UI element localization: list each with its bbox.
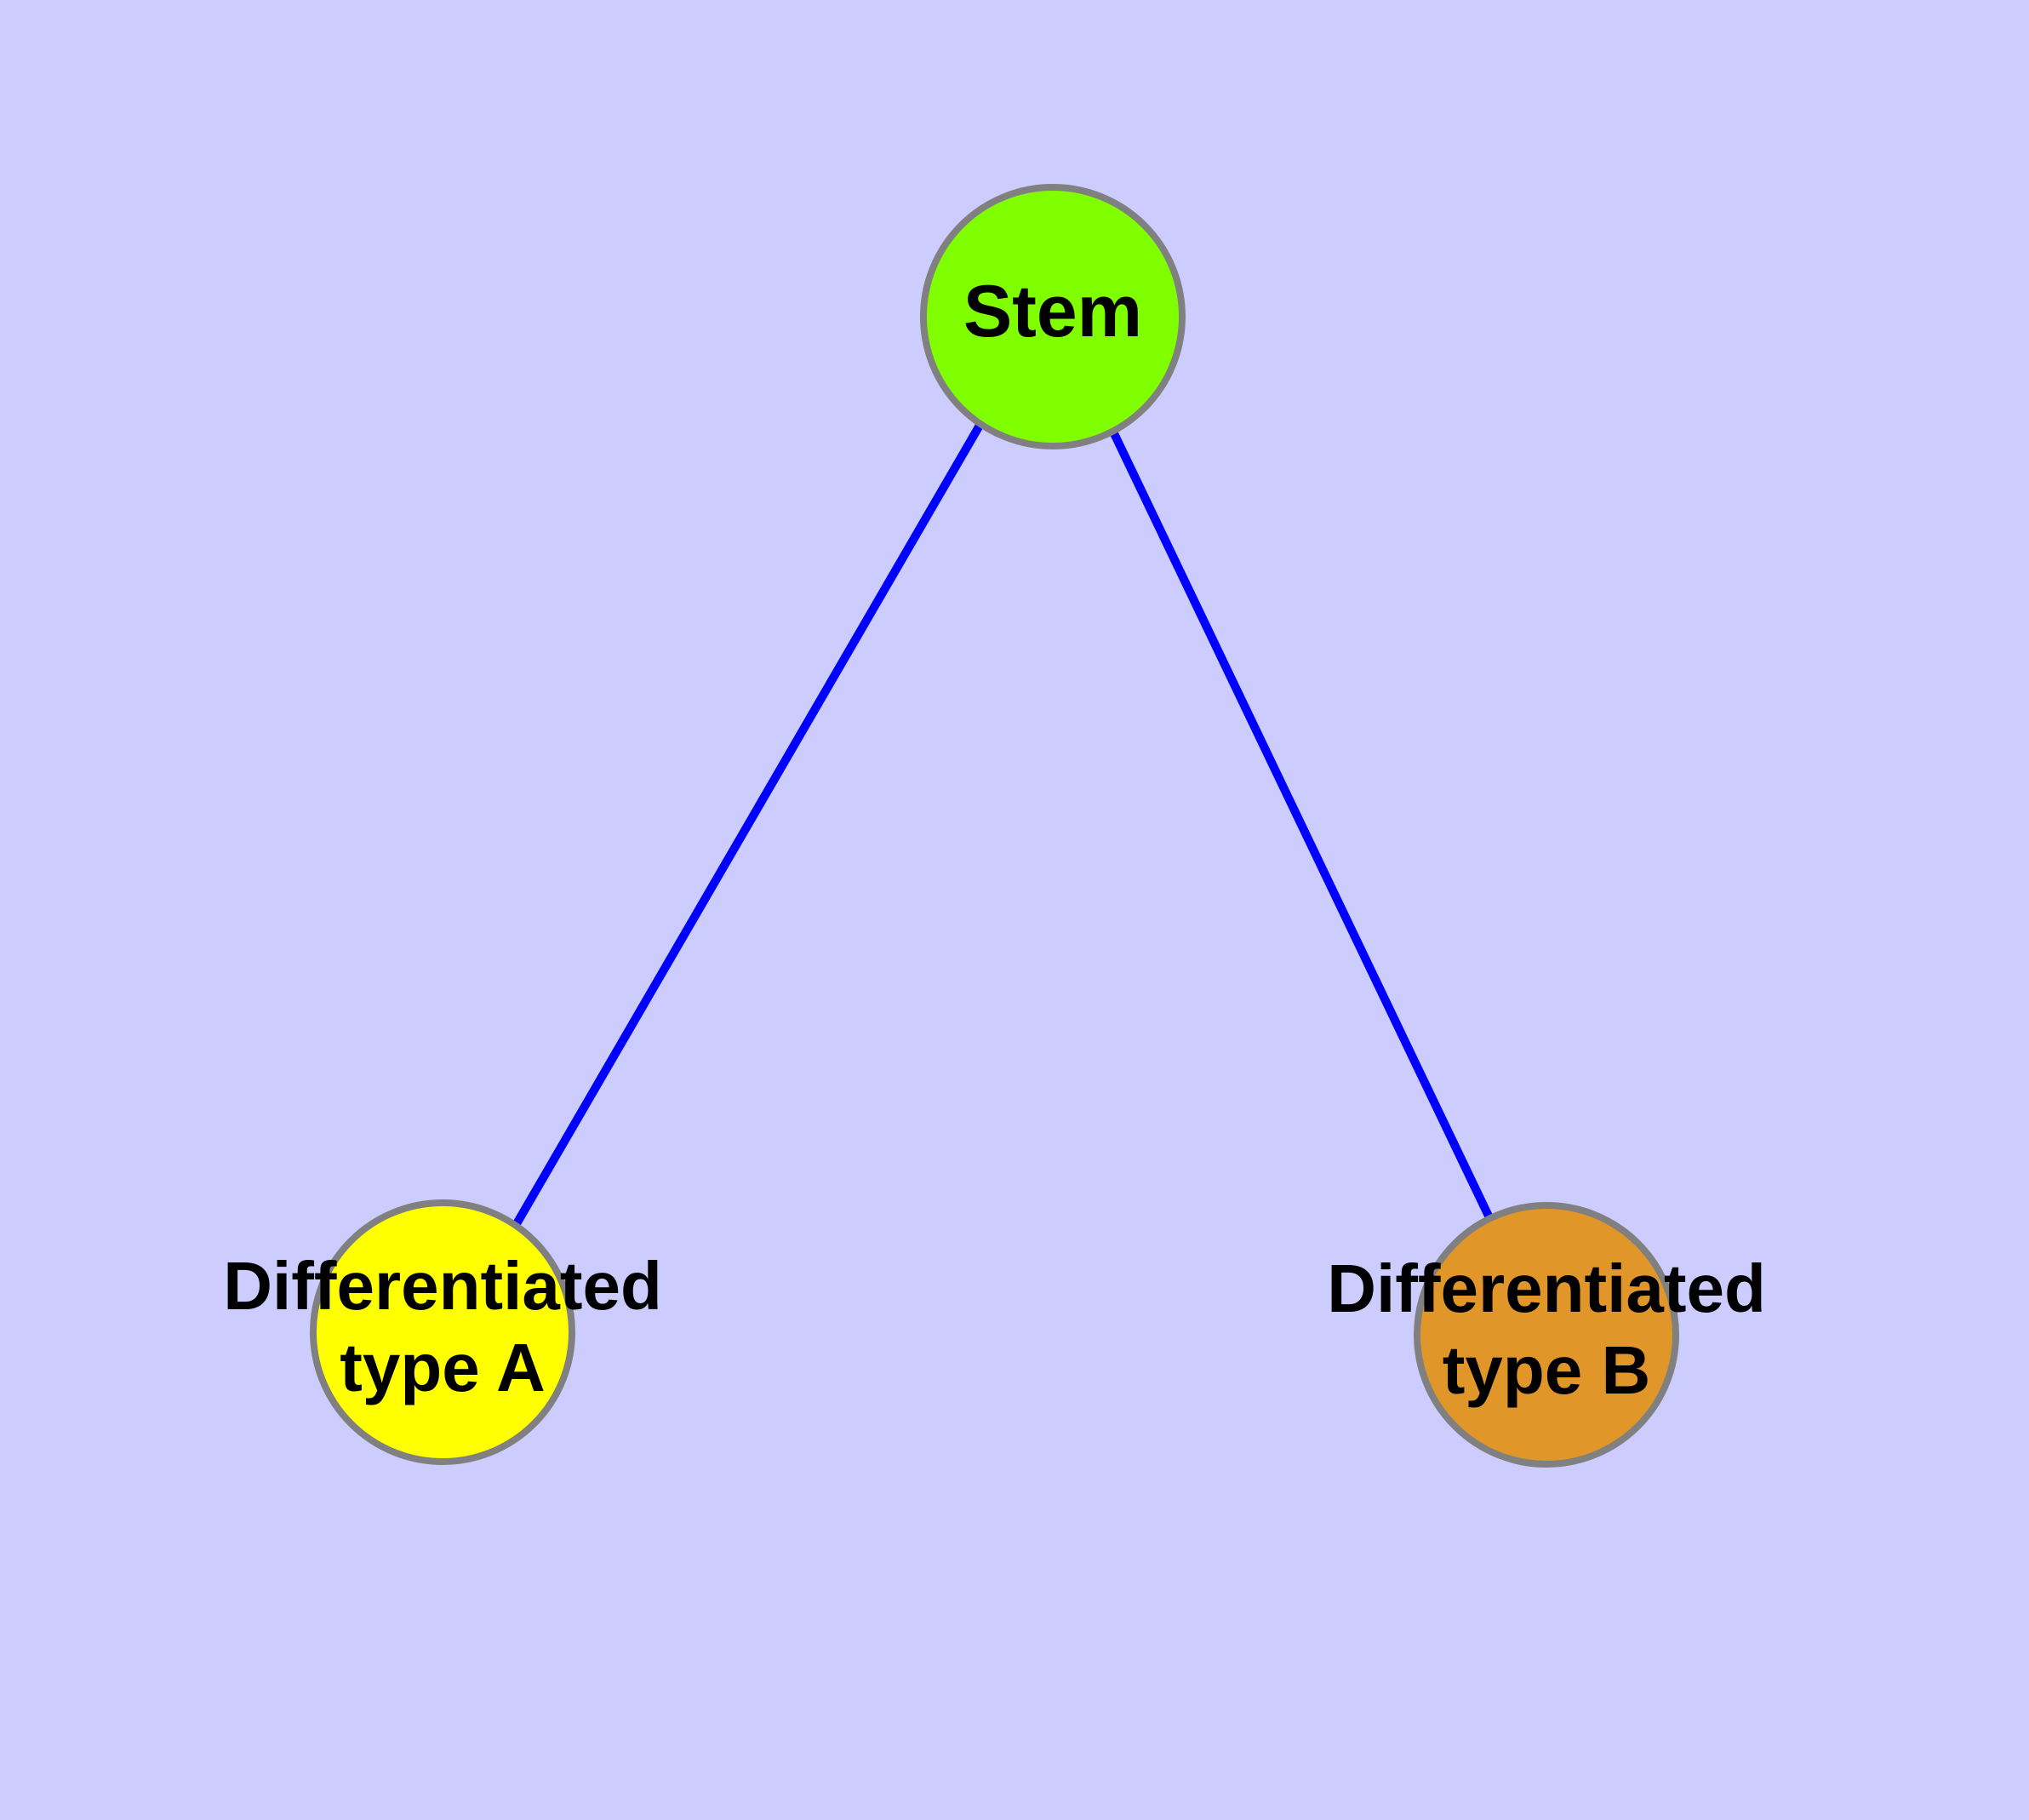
node-differentiated-type-a-label-line: Differentiated — [223, 1248, 662, 1324]
edge-stem-to-type-b[interactable] — [1108, 427, 1499, 1231]
node-stem-label-line: Stem — [963, 271, 1142, 352]
node-differentiated-type-b-label-line: Differentiated — [1327, 1251, 1766, 1326]
node-differentiated-type-b-circle[interactable] — [1414, 1202, 1679, 1468]
node-stem[interactable]: Stem — [920, 184, 1186, 449]
node-stem-circle[interactable] — [920, 184, 1186, 449]
node-differentiated-type-a-label-line: type A — [340, 1330, 546, 1405]
edge-layer — [511, 421, 1499, 1231]
node-stem-label: Stem — [963, 271, 1142, 352]
node-differentiated-type-b-label-line: type B — [1443, 1332, 1651, 1408]
edge-stem-to-type-a[interactable] — [511, 421, 985, 1229]
node-differentiated-type-a-circle[interactable] — [310, 1199, 575, 1465]
